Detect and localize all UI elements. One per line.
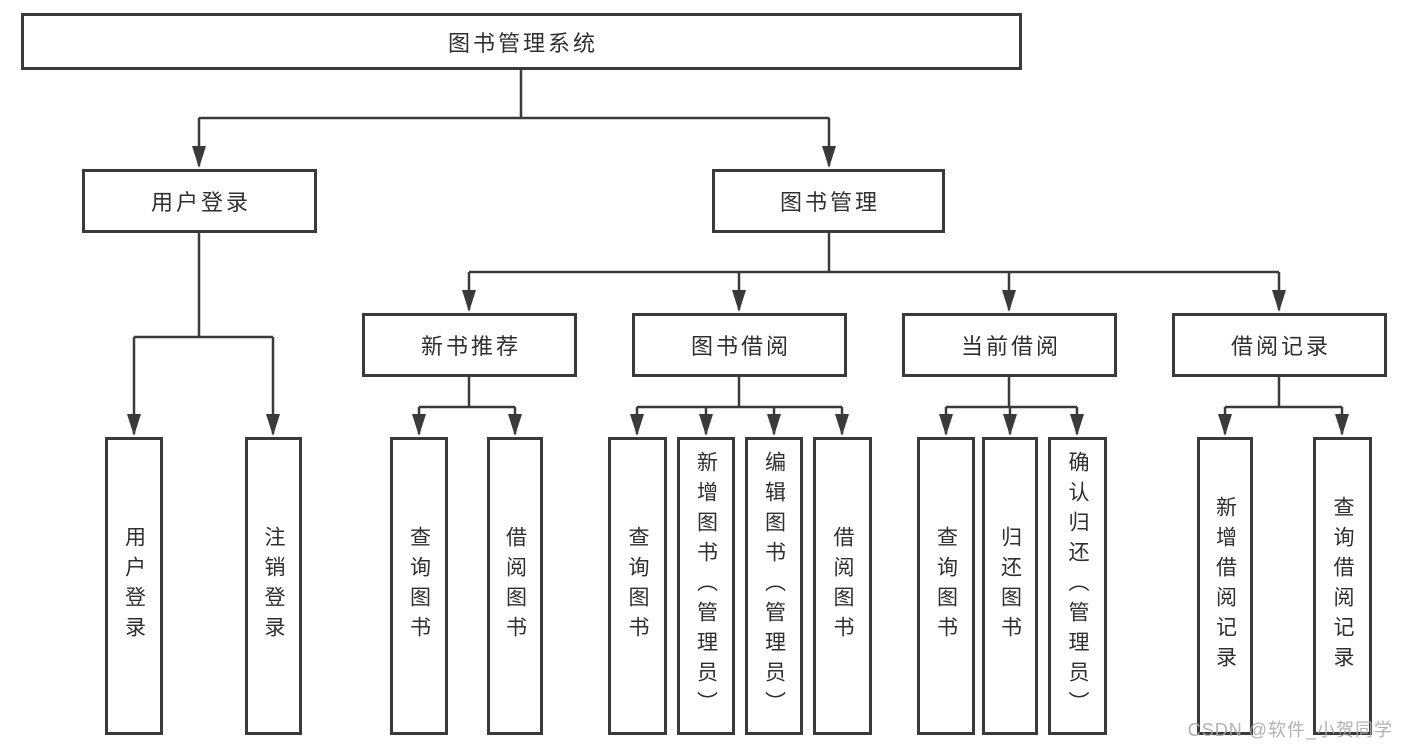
node-book-borrowing: 图书借阅 [632, 313, 847, 377]
leaf-borrow-books-recommend: 借阅图书 [487, 437, 543, 735]
leaf-add-borrow-record: 新增借阅记录 [1197, 437, 1253, 735]
leaf-user-login: 用户登录 [105, 437, 163, 735]
csdn-watermark: CSDN @软件_小贺同学 [1187, 720, 1393, 740]
node-library-management-system: 图书管理系统 [21, 13, 1022, 70]
connector-skeleton [134, 70, 1342, 409]
node-current-borrowing: 当前借阅 [902, 313, 1117, 377]
leaf-query-books-borrowing: 查询图书 [608, 437, 667, 735]
leaf-borrow-books-borrowing: 借阅图书 [813, 437, 872, 735]
leaf-return-books: 归还图书 [982, 437, 1038, 735]
leaf-query-books-recommend: 查询图书 [390, 437, 448, 735]
leaf-query-borrow-record: 查询借阅记录 [1313, 437, 1372, 735]
arrow-heads [127, 118, 1349, 436]
node-new-book-recommendation: 新书推荐 [362, 313, 577, 377]
leaf-confirm-return-admin: 确认归还（管理员） [1048, 437, 1107, 735]
node-borrowing-records: 借阅记录 [1172, 313, 1387, 377]
leaf-logout: 注销登录 [245, 437, 302, 735]
leaf-add-books-admin: 新增图书（管理员） [677, 437, 735, 735]
leaf-query-books-current: 查询图书 [917, 437, 975, 735]
node-book-management: 图书管理 [712, 169, 945, 233]
leaf-edit-books-admin: 编辑图书（管理员） [745, 437, 803, 735]
node-user-login: 用户登录 [82, 169, 317, 233]
